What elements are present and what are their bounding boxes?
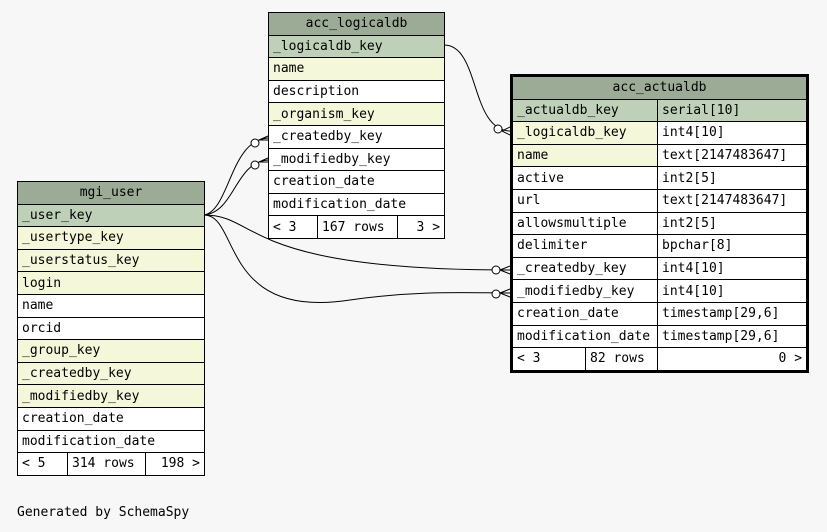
- column-type: timestamp[29,6]: [656, 324, 808, 349]
- column-user-key[interactable]: _user_key: [17, 203, 205, 228]
- column-delimiter[interactable]: delimiter: [512, 234, 658, 258]
- column-type: timestamp[29,6]: [656, 301, 808, 326]
- column-logicaldb-key[interactable]: _logicaldb_key: [512, 121, 658, 145]
- column-allowsmultiple[interactable]: allowsmultiple: [512, 211, 658, 236]
- crowfoot-marker: [501, 126, 511, 136]
- column-type: text[2147483647]: [656, 143, 808, 168]
- column-type: int4[10]: [656, 121, 808, 145]
- column-url[interactable]: url: [512, 188, 658, 213]
- column-modifiedby-key[interactable]: _modifiedby_key: [512, 279, 658, 303]
- table-title[interactable]: mgi_user: [17, 181, 205, 205]
- generated-by-caption: Generated by SchemaSpy: [17, 505, 190, 520]
- edge-user-to-logicaldb-modifiedby: [203, 159, 269, 216]
- footer-children[interactable]: 3 >: [396, 215, 446, 239]
- footer-row-count: 82 rows: [585, 347, 658, 371]
- footer-children[interactable]: 0 >: [656, 347, 808, 371]
- footer-parents[interactable]: < 3: [512, 347, 586, 371]
- table-acc-actualdb[interactable]: acc_actualdb _actualdb_key serial[10] _l…: [509, 74, 810, 373]
- column-modification-date[interactable]: modification_date: [17, 429, 205, 454]
- column-name[interactable]: name: [512, 143, 658, 168]
- column-usertype-key[interactable]: _usertype_key: [17, 226, 205, 250]
- optional-marker: [491, 265, 501, 275]
- column-creation-date[interactable]: creation_date: [17, 406, 205, 431]
- table-acc-logicaldb[interactable]: acc_logicaldb _logicaldb_key name descri…: [267, 12, 446, 239]
- optional-marker: [250, 138, 260, 148]
- optional-marker: [250, 160, 260, 170]
- column-login[interactable]: login: [17, 271, 205, 295]
- column-modifiedby-key[interactable]: _modifiedby_key: [17, 384, 205, 408]
- table-mgi-user[interactable]: mgi_user _user_key _usertype_key _userst…: [17, 181, 205, 476]
- column-organism-key[interactable]: _organism_key: [267, 102, 446, 126]
- footer-children[interactable]: 198 >: [145, 452, 205, 476]
- column-modification-date[interactable]: modification_date: [267, 192, 446, 217]
- column-createdby-key[interactable]: _createdby_key: [512, 256, 658, 281]
- column-createdby-key[interactable]: _createdby_key: [267, 124, 446, 149]
- crowfoot-marker: [258, 157, 269, 163]
- edge-user-to-logicaldb-createdby: [203, 137, 269, 216]
- column-logicaldb-key[interactable]: _logicaldb_key: [267, 34, 446, 59]
- column-modifiedby-key[interactable]: _modifiedby_key: [267, 147, 446, 172]
- column-createdby-key[interactable]: _createdby_key: [17, 361, 205, 386]
- column-modification-date[interactable]: modification_date: [512, 324, 658, 349]
- column-type: serial[10]: [656, 98, 808, 123]
- column-type: bpchar[8]: [656, 234, 808, 258]
- crowfoot-marker: [258, 135, 269, 141]
- crowfoot-marker: [499, 288, 511, 298]
- column-active[interactable]: active: [512, 166, 658, 190]
- table-title[interactable]: acc_actualdb: [511, 76, 808, 100]
- table-title[interactable]: acc_logicaldb: [267, 12, 446, 36]
- column-description[interactable]: description: [267, 79, 446, 104]
- column-orcid[interactable]: orcid: [17, 316, 205, 341]
- column-type: text[2147483647]: [656, 188, 808, 213]
- footer-parents[interactable]: < 3: [268, 215, 318, 239]
- column-type: int4[10]: [656, 279, 808, 303]
- column-userstatus-key[interactable]: _userstatus_key: [17, 248, 205, 273]
- optional-marker: [493, 124, 503, 134]
- column-type: int4[10]: [656, 256, 808, 281]
- footer-row-count: 314 rows: [67, 452, 146, 476]
- footer-parents[interactable]: < 5: [17, 452, 68, 476]
- column-creation-date[interactable]: creation_date: [267, 170, 446, 194]
- column-creation-date[interactable]: creation_date: [512, 301, 658, 326]
- column-type: int2[5]: [656, 166, 808, 190]
- column-type: int2[5]: [656, 211, 808, 236]
- crowfoot-marker: [499, 265, 511, 275]
- column-group-key[interactable]: _group_key: [17, 339, 205, 363]
- optional-marker: [491, 289, 501, 299]
- column-name[interactable]: name: [267, 57, 446, 81]
- column-actualdb-key[interactable]: _actualdb_key: [512, 98, 658, 123]
- footer-row-count: 167 rows: [317, 215, 398, 239]
- column-name[interactable]: name: [17, 293, 205, 318]
- edge-logicaldb-to-actualdb: [443, 44, 511, 132]
